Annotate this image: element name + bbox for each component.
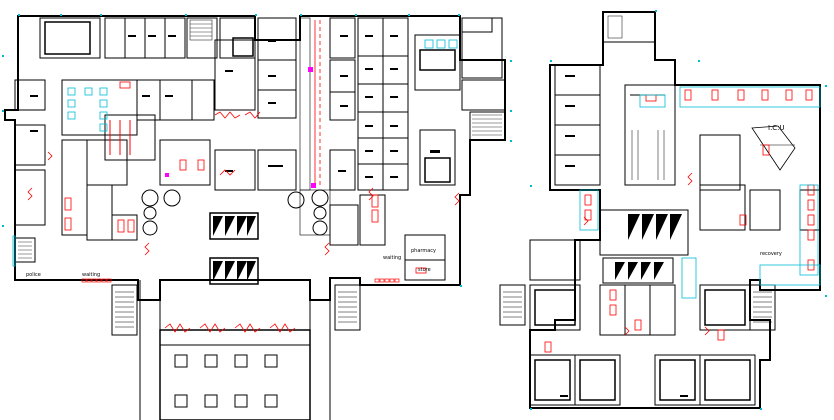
doors xyxy=(27,20,460,333)
accents xyxy=(165,67,316,188)
stairs-right xyxy=(503,130,772,323)
furniture-blocks-right xyxy=(560,75,688,397)
stairs xyxy=(115,291,357,328)
fixtures-right xyxy=(579,86,821,299)
beds-right xyxy=(544,89,815,353)
label-recovery: recovery xyxy=(760,251,782,257)
label-icu: I.C.U xyxy=(768,124,785,132)
equipment-circles xyxy=(141,189,329,236)
label-police: police xyxy=(26,272,41,278)
beds xyxy=(64,81,427,274)
label-waiting-left: waiting xyxy=(82,272,100,278)
label-pharmacy: pharmacy xyxy=(411,248,436,254)
waiting-seats xyxy=(81,278,400,283)
doors-right xyxy=(583,172,710,336)
label-store: store xyxy=(418,267,431,273)
right-wing-plan xyxy=(499,11,821,409)
dimension-ticks-right xyxy=(530,10,827,410)
label-waiting-right: waiting xyxy=(383,255,401,261)
furniture-blocks xyxy=(30,35,440,281)
dimension-ticks xyxy=(2,14,512,287)
fixtures xyxy=(12,39,458,267)
left-wing-plan xyxy=(4,15,506,420)
